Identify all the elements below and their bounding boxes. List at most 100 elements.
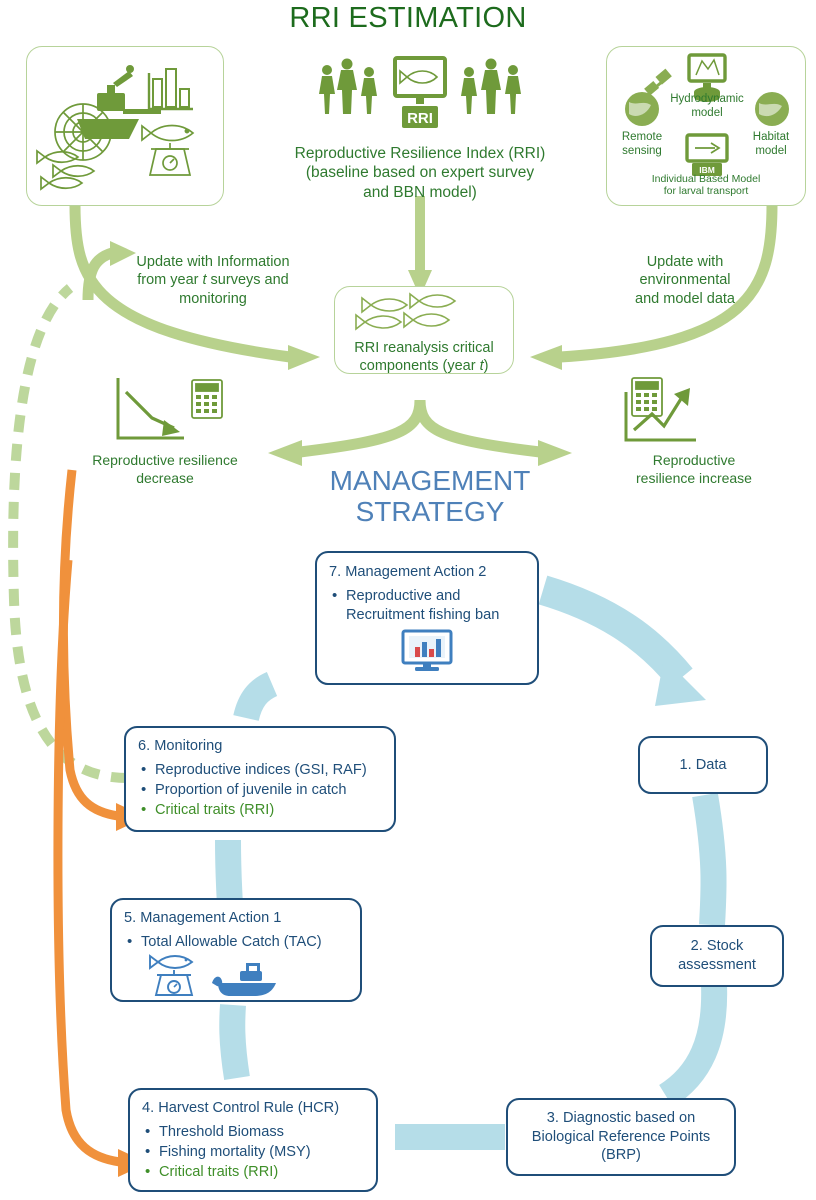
update-right-line2: environmental — [639, 272, 731, 289]
update-right-label: Update with environmental and model data — [612, 253, 758, 308]
box5-header: 5. Management Action 1 — [124, 910, 282, 926]
management-action-1-box[interactable]: 5. Management Action 1 Total Allowable C… — [110, 898, 362, 1002]
box7-header: 7. Management Action 2 — [329, 564, 487, 580]
diagnostic-brp-box[interactable]: 3. Diagnostic based on Biological Refere… — [506, 1098, 736, 1176]
resilience-increase-line2: resilience increase — [636, 469, 752, 486]
ibm-line2: for larval transport — [663, 185, 749, 198]
rising-chart-icon — [624, 388, 696, 442]
box4-header: 4. Harvest Control Rule (HCR) — [142, 1100, 340, 1116]
reanalysis-fish-school-icon — [355, 292, 457, 331]
fish-school-icon — [36, 149, 96, 191]
monitor-fish-rri-icon: RRI — [393, 56, 447, 128]
habitat-model-line1: Habitat — [752, 131, 790, 143]
calculator-icon — [191, 379, 223, 419]
environmental-model-data-box: IBM Hydrodynamic model Remote sensing Ha… — [606, 46, 806, 206]
update-left-year-t: t — [202, 272, 207, 289]
rri-reanalysis-line2a: components (year — [359, 358, 480, 375]
rri-reanalysis-line1: RRI reanalysis critical — [354, 340, 494, 356]
page-title: RRI ESTIMATION — [289, 2, 527, 34]
resilience-decrease-line1: Reproductive resilience — [92, 452, 238, 468]
box1-header: 1. Data — [679, 756, 727, 773]
env-box-icons: IBM — [625, 53, 789, 176]
update-left-label: Update with Information from year t surv… — [108, 253, 318, 308]
box4-item-2: Critical traits (RRI) — [142, 1162, 364, 1182]
monitoring-box[interactable]: 6. Monitoring Reproductive indices (GSI,… — [124, 726, 396, 832]
habitat-globe-icon — [755, 92, 789, 126]
box7-items: Reproductive and Recruitment fishing ban — [329, 586, 525, 625]
box5-item-0: Total Allowable Catch (TAC) — [124, 932, 348, 952]
hydrodynamic-model-line1: Hydrodynamic — [670, 93, 744, 105]
box7-item-0-line2: Recruitment fishing ban — [346, 606, 500, 623]
declining-chart-icon — [116, 378, 184, 440]
monitor-rri-label: RRI — [407, 110, 433, 127]
resilience-increase-line1: Reproductive — [652, 452, 736, 468]
survey-box-icons — [36, 65, 195, 191]
management-strategy-title-line1: MANAGEMENT — [329, 465, 531, 496]
box4-item-0: Threshold Biomass — [142, 1122, 364, 1142]
ibm-badge-label: IBM — [699, 165, 715, 175]
ibm-label: Individual Based Model for larval transp… — [613, 173, 799, 197]
resilience-decrease-label: Reproductive resilience decrease — [70, 452, 260, 487]
habitat-model-label: Habitat model — [739, 131, 803, 159]
box4-items: Threshold Biomass Fishing mortality (MSY… — [142, 1122, 364, 1182]
rri-caption-line1: Reproductive Resilience Index (RRI) — [294, 145, 546, 162]
fish-on-scale-icon — [141, 124, 195, 176]
rri-caption: Reproductive Resilience Index (RRI) (bas… — [252, 144, 588, 202]
management-action-2-box[interactable]: 7. Management Action 2 Reproductive and … — [315, 551, 539, 685]
hydrodynamic-model-line2: model — [691, 106, 723, 119]
rri-center-icons: RRI — [300, 52, 540, 142]
satellite-remote-sensing-icon — [625, 68, 672, 126]
resilience-increase-label: Reproductive resilience increase — [594, 452, 794, 487]
people-group-right-icon — [461, 58, 521, 114]
management-strategy-title-line2: STRATEGY — [355, 496, 505, 528]
rri-reanalysis-label: RRI reanalysis critical components (year… — [335, 339, 513, 375]
resilience-decrease-line2: decrease — [136, 469, 194, 486]
management-strategy-title: MANAGEMENT STRATEGY — [300, 465, 560, 528]
rri-reanalysis-line2: components (year t) — [335, 357, 513, 375]
update-left-line1: Update with Information — [136, 254, 290, 270]
box6-item-2: Critical traits (RRI) — [138, 800, 382, 820]
box6-item-0: Reproductive indices (GSI, RAF) — [138, 760, 382, 780]
update-left-line3: monitoring — [179, 290, 247, 307]
ibm-monitor-icon: IBM — [685, 133, 729, 176]
remote-sensing-line1: Remote — [621, 131, 663, 143]
box2-header-line2: assessment — [678, 957, 756, 973]
survey-and-catch-data-box — [26, 46, 224, 206]
box3-header-line1: 3. Diagnostic based on — [546, 1109, 696, 1126]
fish-on-scale-icon — [149, 954, 194, 996]
box7-item-0: Reproductive and Recruitment fishing ban — [329, 586, 525, 625]
people-group-left-icon — [319, 58, 377, 114]
box6-items: Reproductive indices (GSI, RAF) Proporti… — [138, 760, 382, 820]
rri-caption-line3: and BBN model) — [363, 183, 477, 201]
rri-caption-line2: (baseline based on expert survey — [305, 164, 535, 182]
fishing-vessel-icon — [77, 65, 161, 139]
remote-sensing-label: Remote sensing — [609, 131, 675, 159]
hydrodynamic-monitor-icon — [687, 53, 727, 102]
box5-items: Total Allowable Catch (TAC) — [124, 932, 348, 952]
stock-assessment-box[interactable]: 2. Stock assessment — [650, 925, 784, 987]
update-right-line3: and model data — [635, 290, 735, 307]
box3-header-line3: (BRP) — [601, 1147, 641, 1164]
update-left-line2a: from year — [137, 272, 203, 289]
box7-icon-row — [329, 629, 525, 673]
hydrodynamic-model-label: Hydrodynamic model — [663, 93, 751, 121]
rri-reanalysis-year-t: t — [479, 358, 484, 375]
ibm-line1: Individual Based Model — [651, 173, 761, 185]
box5-icon-row — [124, 953, 348, 999]
box7-item-0-line1: Reproductive and — [346, 587, 461, 604]
box6-item-1: Proportion of juvenile in catch — [138, 780, 382, 800]
monitor-bar-chart-icon — [401, 629, 453, 671]
update-right-line1: Update with — [646, 254, 724, 270]
fishing-boat-icon — [212, 962, 276, 996]
harvest-control-rule-box[interactable]: 4. Harvest Control Rule (HCR) Threshold … — [128, 1088, 378, 1192]
box6-header: 6. Monitoring — [138, 738, 223, 754]
remote-sensing-line2: sensing — [622, 144, 662, 157]
data-box[interactable]: 1. Data — [638, 736, 768, 794]
update-left-line2b: surveys and — [206, 272, 289, 289]
box3-header-line2: Biological Reference Points — [531, 1128, 711, 1145]
box2-header-line1: 2. Stock — [690, 938, 744, 955]
update-left-line2: from year t surveys and — [108, 271, 318, 289]
rri-reanalysis-line2b: ) — [483, 358, 489, 375]
habitat-model-line2: model — [755, 144, 787, 157]
